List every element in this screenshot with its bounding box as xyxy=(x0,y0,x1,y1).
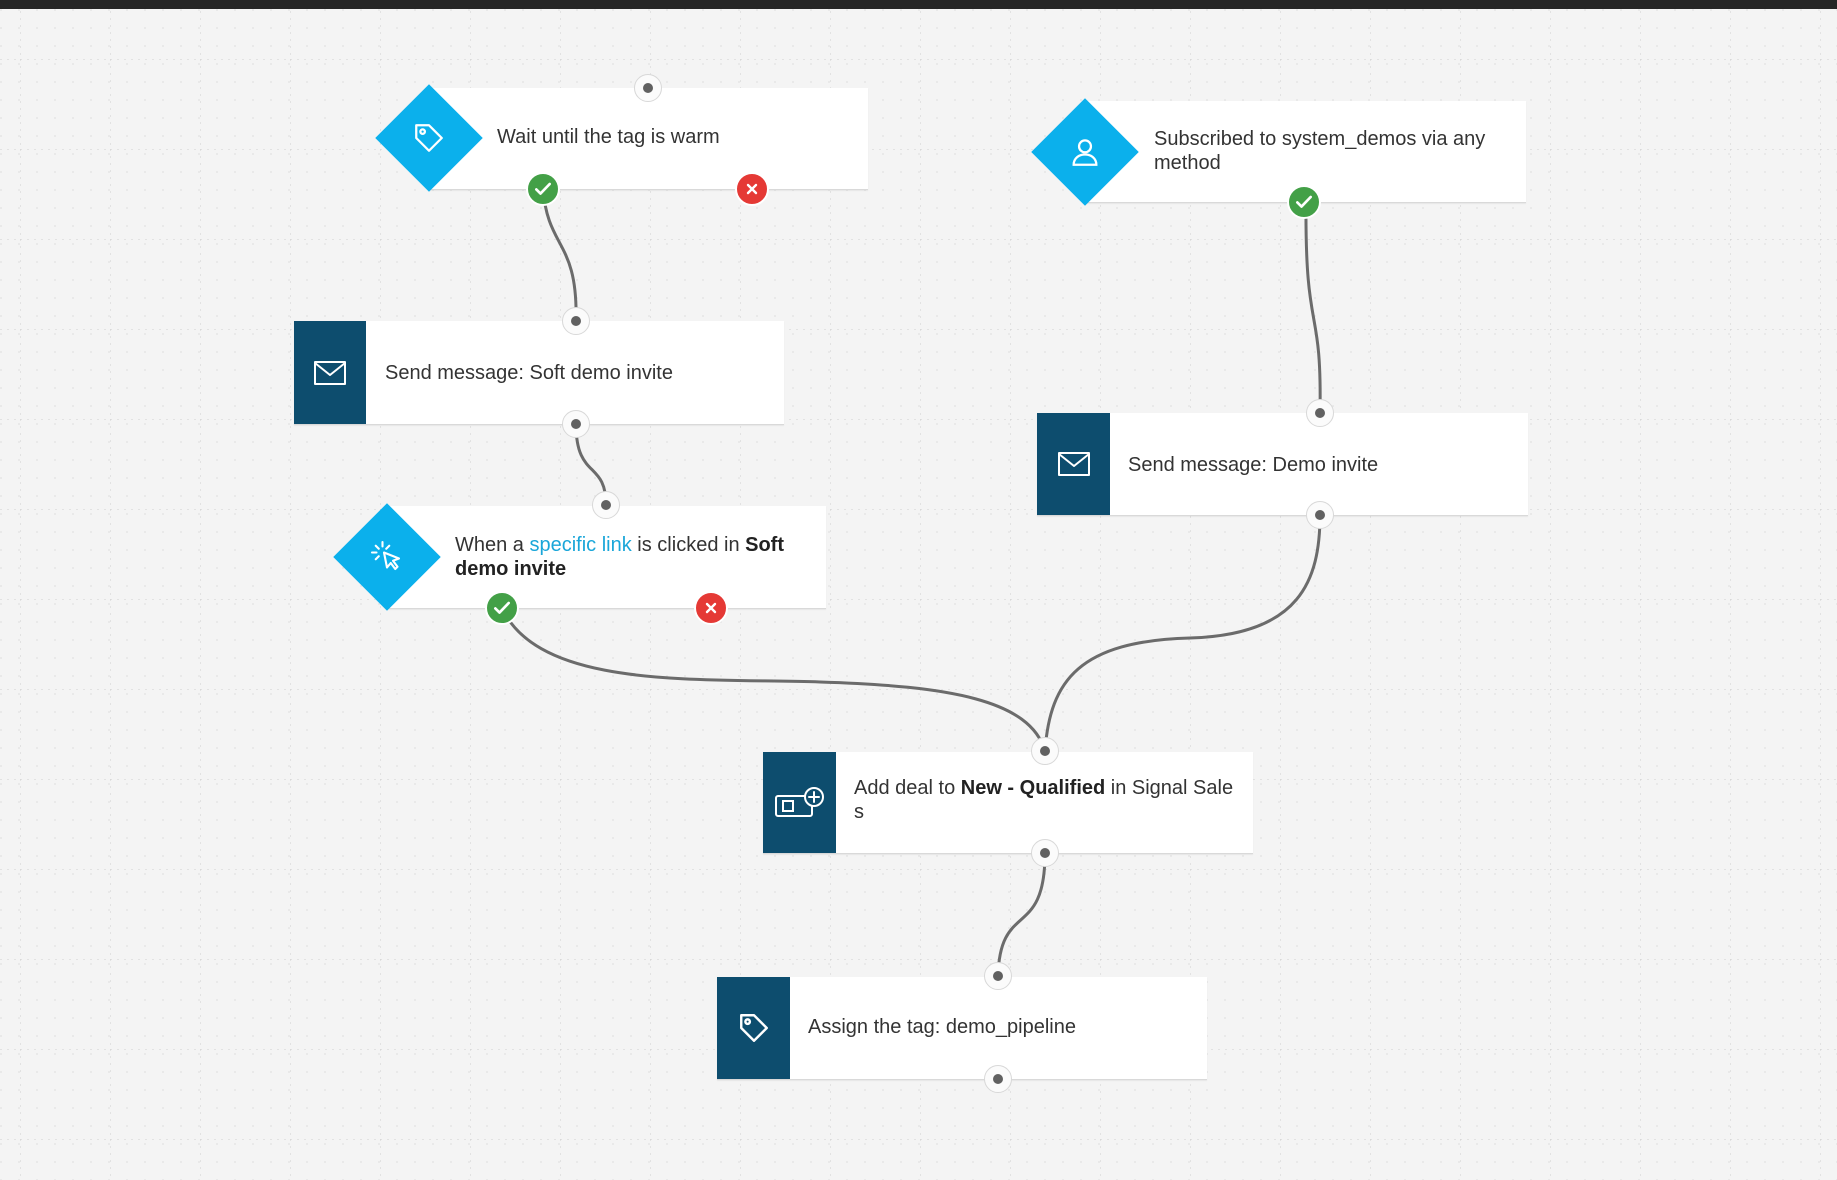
node-send-soft-invite[interactable]: Send message: Soft demo invite xyxy=(294,321,784,425)
check-icon xyxy=(1296,195,1312,208)
message-name: Soft demo invite xyxy=(455,534,785,580)
x-icon xyxy=(705,602,717,614)
label-prefix: When a xyxy=(455,534,530,556)
node-assign-tag[interactable]: Assign the tag: demo_pipeline xyxy=(717,977,1207,1080)
node-label: Assign the tag: demo_pipeline xyxy=(808,1016,1076,1038)
node-label: Send message: Demo invite xyxy=(1128,454,1379,476)
action-square[interactable] xyxy=(717,977,790,1079)
node-send-demo-invite[interactable]: Send message: Demo invite xyxy=(1037,413,1528,516)
yes-branch-port[interactable] xyxy=(485,591,519,625)
node-input-port[interactable] xyxy=(1031,737,1059,765)
no-branch-port[interactable] xyxy=(735,172,769,206)
node-wait-tag[interactable]: Wait until the tag is warm xyxy=(430,88,868,190)
label-middle: is clicked in xyxy=(631,534,746,556)
node-output-port[interactable] xyxy=(562,410,590,438)
node-input-port[interactable] xyxy=(634,74,662,102)
envelope-icon xyxy=(314,360,346,385)
node-input-port[interactable] xyxy=(1306,399,1334,427)
canvas-grid xyxy=(0,9,1837,1180)
action-square[interactable] xyxy=(763,752,836,853)
action-square[interactable] xyxy=(294,321,366,424)
node-output-port[interactable] xyxy=(1306,501,1334,529)
node-output-port[interactable] xyxy=(984,1065,1012,1093)
node-input-port[interactable] xyxy=(592,491,620,519)
node-label: Wait until the tag is warm xyxy=(497,126,720,148)
node-input-port[interactable] xyxy=(984,962,1012,990)
deal-stage: New - Qualified xyxy=(960,777,1106,799)
no-branch-port[interactable] xyxy=(694,591,728,625)
check-icon xyxy=(494,601,510,614)
x-icon xyxy=(746,183,758,195)
node-link-clicked[interactable]: When a specific link is clicked in Soft … xyxy=(388,506,826,609)
node-output-port[interactable] xyxy=(1031,839,1059,867)
yes-branch-port[interactable] xyxy=(1287,185,1321,219)
label-prefix: Add deal to xyxy=(854,777,961,799)
node-label: When a specific link is clicked in Soft … xyxy=(455,533,805,581)
tag-icon xyxy=(739,1014,768,1042)
node-input-port[interactable] xyxy=(562,307,590,335)
deal-add-icon xyxy=(774,786,824,817)
top-bar xyxy=(0,0,1837,9)
action-square[interactable] xyxy=(1037,413,1110,515)
node-label: Add deal to New - Qualified in Signal Sa… xyxy=(854,776,1234,824)
node-label: Send message: Soft demo invite xyxy=(385,362,673,384)
label-suffix: in Signal Sales xyxy=(854,777,1234,823)
check-icon xyxy=(535,182,551,195)
envelope-icon xyxy=(1057,452,1090,476)
node-label: Subscribed to system_demos via any metho… xyxy=(1154,128,1486,174)
yes-branch-port[interactable] xyxy=(526,172,560,206)
node-add-deal[interactable]: Add deal to New - Qualified in Signal Sa… xyxy=(763,752,1253,854)
specific-link[interactable]: specific link xyxy=(529,534,632,556)
